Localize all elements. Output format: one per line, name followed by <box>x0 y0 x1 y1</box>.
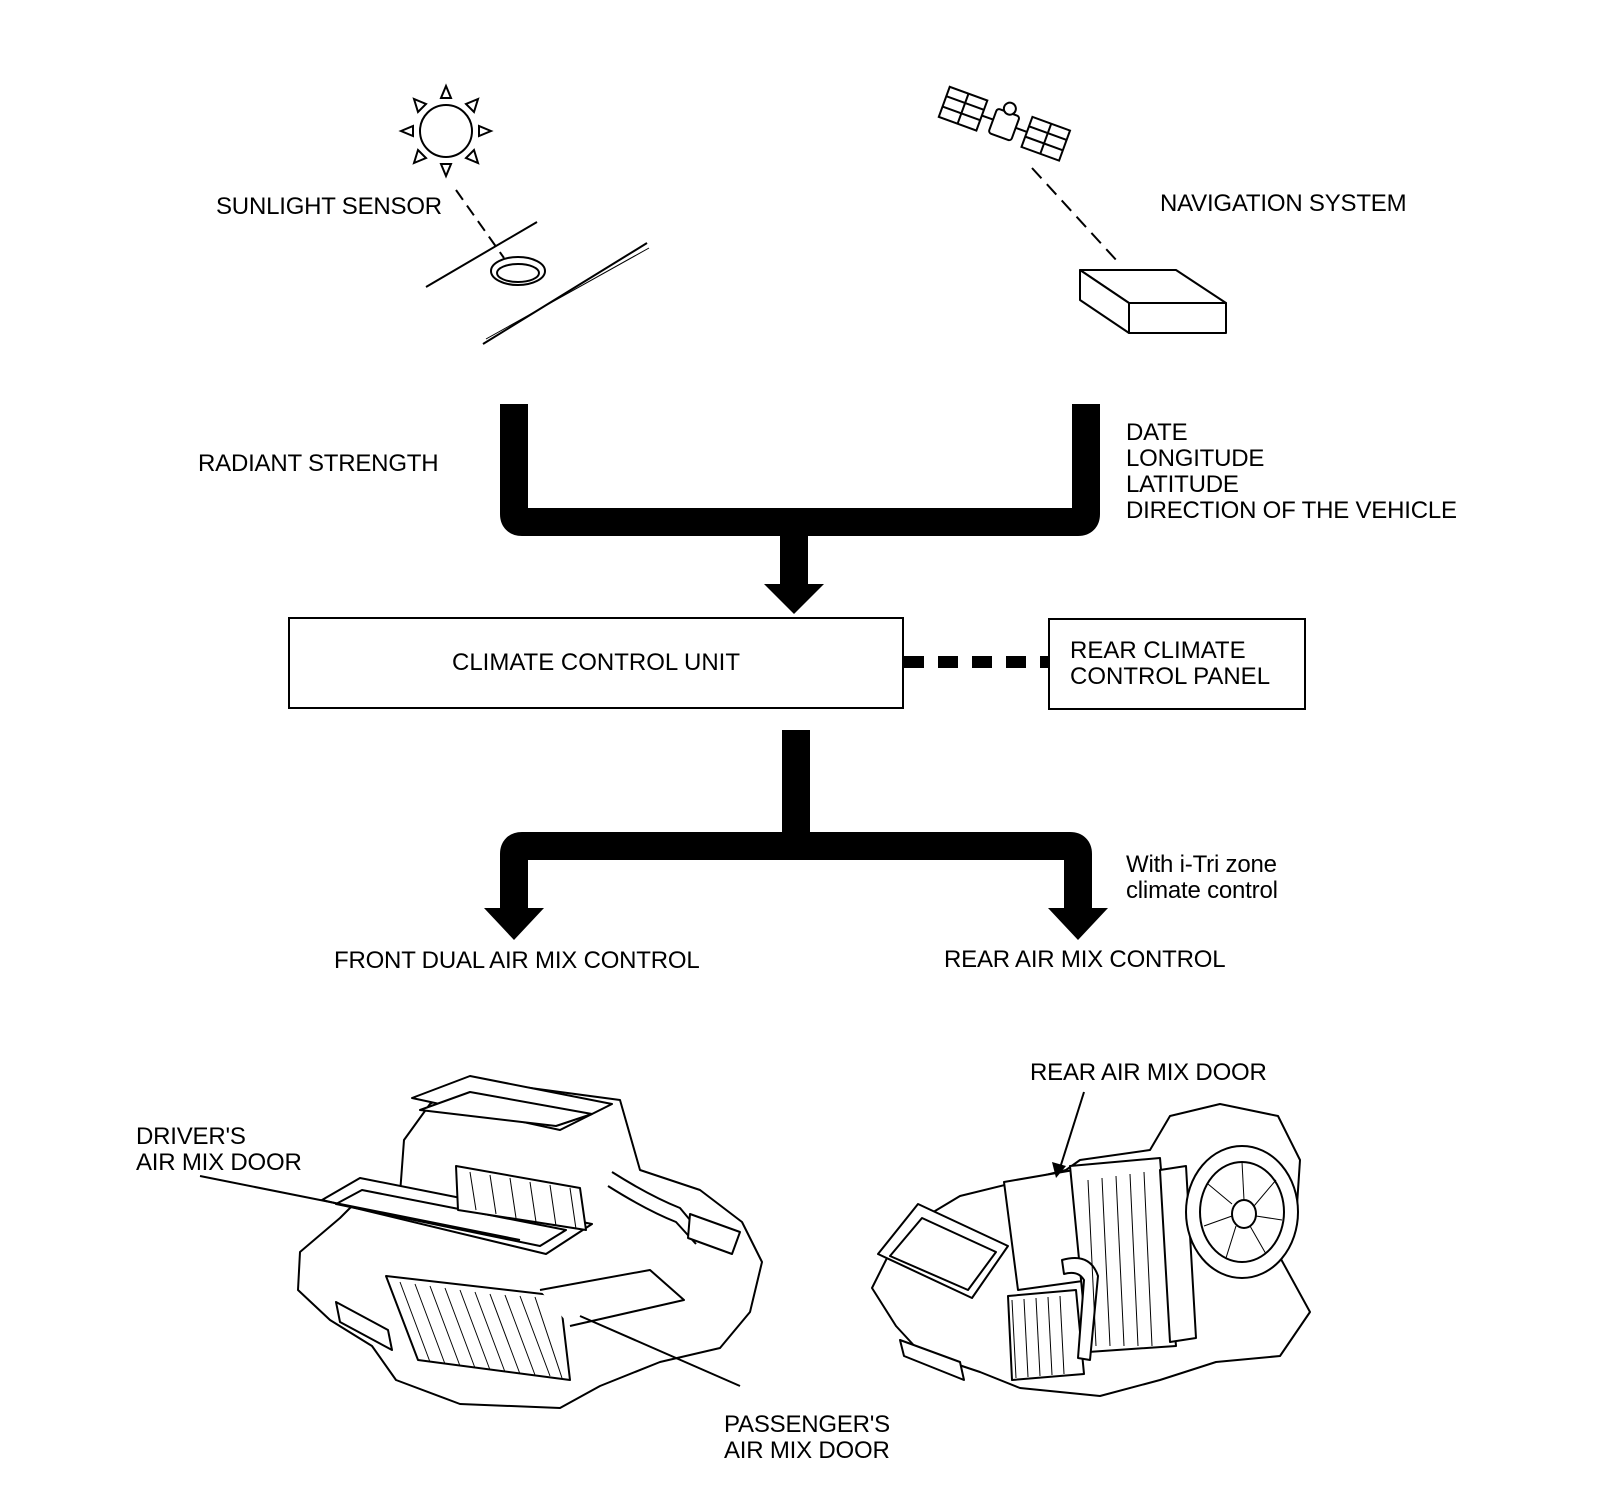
sun-icon <box>398 83 494 179</box>
rear-air-mix-control-label: REAR AIR MIX CONTROL <box>944 946 1226 973</box>
drivers-air-mix-door-label: DRIVER'S AIR MIX DOOR <box>136 1124 302 1176</box>
rear-control-note: With i-Tri zone climate control <box>1126 852 1278 904</box>
rear-panel-line-1: REAR CLIMATE <box>1070 637 1246 664</box>
down-arrow-to-control-unit <box>764 584 824 614</box>
rear-panel-line-2: CONTROL PANEL <box>1070 663 1271 690</box>
radiant-strength-label: RADIANT STRENGTH <box>198 450 439 477</box>
nav-inputs-list: DATE LONGITUDE LATITUDE DIRECTION OF THE… <box>1126 420 1457 524</box>
satellite-icon <box>937 85 1072 162</box>
sun-beam-line <box>455 189 505 259</box>
passenger-door-line-1: PASSENGER'S <box>724 1411 890 1438</box>
passenger-door-line-2: AIR MIX DOOR <box>724 1437 890 1464</box>
driver-door-line-1: DRIVER'S <box>136 1123 246 1150</box>
input-flow-connector <box>500 404 1100 590</box>
sunlight-sensor-label: SUNLIGHT SENSOR <box>216 193 442 220</box>
passenger-door-leader <box>579 1315 741 1387</box>
rear-note-line-2: climate control <box>1126 877 1278 904</box>
climate-control-unit-box: CLIMATE CONTROL UNIT <box>288 617 904 709</box>
sunlight-sensor-icon <box>425 221 650 345</box>
nav-input-date: DATE <box>1126 419 1188 446</box>
down-arrow-rear-control <box>1048 908 1108 940</box>
rear-hvac-fins <box>1011 1161 1283 1379</box>
driver-door-leader <box>199 1175 521 1241</box>
nav-input-longitude: LONGITUDE <box>1126 445 1265 472</box>
satellite-link-line <box>1031 167 1119 263</box>
navigation-unit-icon <box>1079 269 1227 334</box>
rear-climate-control-panel-box: REAR CLIMATE CONTROL PANEL <box>1048 618 1306 710</box>
nav-input-direction: DIRECTION OF THE VEHICLE <box>1126 497 1457 524</box>
front-dual-air-mix-label: FRONT DUAL AIR MIX CONTROL <box>334 947 700 974</box>
rear-door-leader <box>1059 1091 1085 1169</box>
front-hvac-fins <box>399 1171 577 1379</box>
output-flow-connector <box>500 730 1092 912</box>
rear-note-line-1: With i-Tri zone <box>1126 851 1277 878</box>
driver-door-line-2: AIR MIX DOOR <box>136 1149 302 1176</box>
front-hvac-unit-illustration <box>297 1075 763 1409</box>
nav-input-latitude: LATITUDE <box>1126 471 1239 498</box>
down-arrow-front-control <box>484 908 544 940</box>
passengers-air-mix-door-label: PASSENGER'S AIR MIX DOOR <box>724 1412 890 1464</box>
rear-air-mix-door-label: REAR AIR MIX DOOR <box>1030 1059 1267 1086</box>
navigation-system-label: NAVIGATION SYSTEM <box>1160 190 1407 217</box>
rear-door-leader-arrow <box>1052 1162 1066 1178</box>
climate-control-unit-label: CLIMATE CONTROL UNIT <box>451 649 740 676</box>
